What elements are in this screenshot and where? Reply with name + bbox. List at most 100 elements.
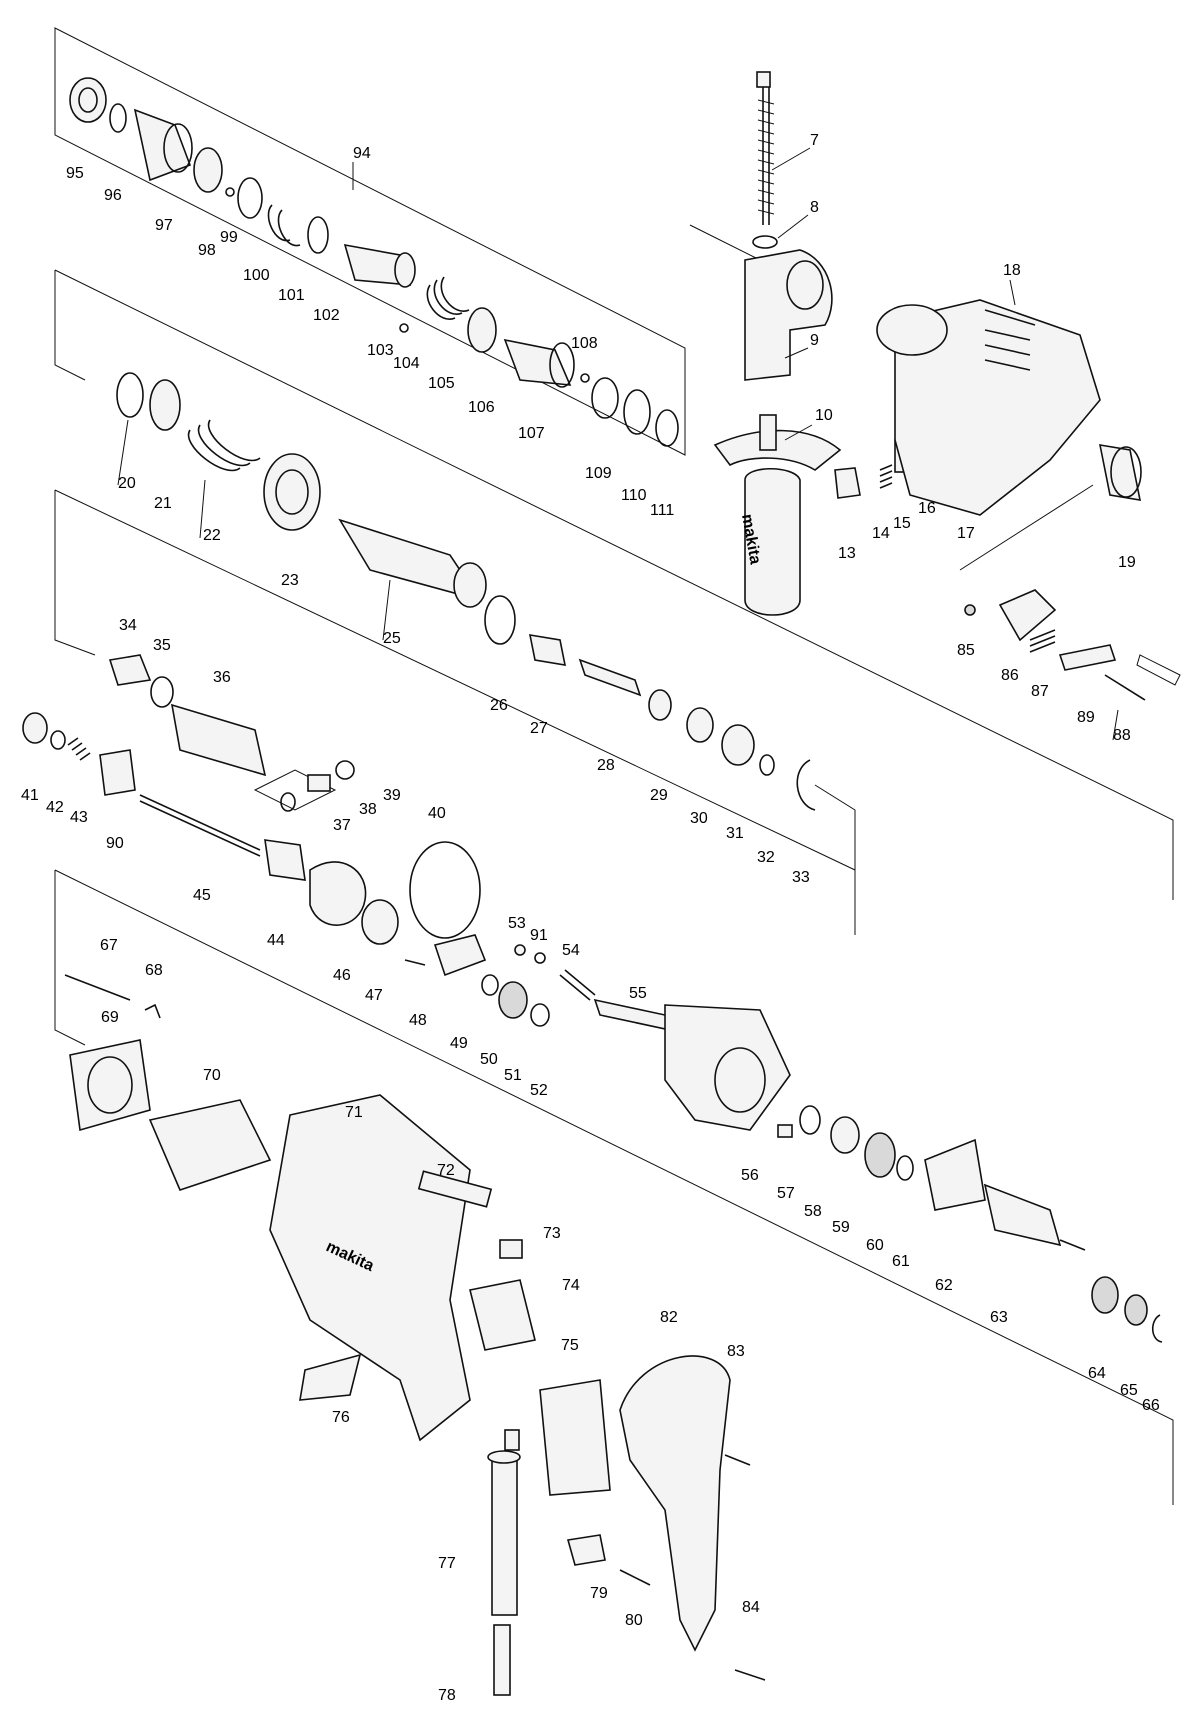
part-26	[484, 595, 516, 645]
part-52	[530, 1003, 550, 1027]
label-part-26: 26	[490, 697, 508, 714]
part-7-head	[756, 71, 771, 88]
part-50	[481, 974, 499, 996]
label-part-75: 75	[561, 1337, 579, 1354]
label-part-79: 79	[590, 1585, 608, 1602]
group-frame-a	[54, 270, 86, 381]
label-part-47: 47	[365, 987, 383, 1004]
label-part-94: 94	[353, 145, 371, 162]
part-40	[409, 841, 481, 939]
part-41	[22, 712, 48, 744]
part-72	[417, 1170, 493, 1208]
group-94-frame	[54, 27, 686, 456]
part-106	[467, 307, 497, 353]
part-10	[744, 468, 801, 616]
label-part-27: 27	[530, 720, 548, 737]
label-part-107: 107	[518, 425, 545, 442]
part-21	[149, 379, 181, 431]
part-47	[361, 899, 399, 945]
part-82	[619, 1355, 731, 1652]
part-96	[109, 103, 127, 133]
label-part-17: 17	[957, 525, 975, 542]
part-69	[69, 1039, 151, 1132]
part-88	[1104, 674, 1146, 701]
label-part-66: 66	[1142, 1397, 1160, 1414]
label-part-35: 35	[153, 637, 171, 654]
label-part-65: 65	[1120, 1382, 1138, 1399]
label-part-32: 32	[757, 849, 775, 866]
group-frame-g	[689, 224, 1094, 571]
label-part-42: 42	[46, 799, 64, 816]
label-part-22: 22	[203, 527, 221, 544]
label-part-60: 60	[866, 1237, 884, 1254]
part-20	[116, 372, 144, 418]
part-67	[64, 974, 131, 1001]
part-100	[237, 177, 263, 219]
part-84	[734, 1669, 766, 1681]
label-part-8: 8	[810, 199, 819, 216]
group-frame-f	[54, 869, 1174, 1505]
part-17	[894, 299, 1101, 516]
part-34	[108, 654, 152, 686]
label-part-23: 23	[281, 572, 299, 589]
part-109	[591, 377, 619, 419]
part-9	[744, 249, 833, 381]
part-23	[263, 453, 321, 531]
part-36	[170, 703, 267, 777]
cylinder-parts	[116, 372, 816, 811]
label-part-58: 58	[804, 1203, 822, 1220]
group-94-parts	[69, 77, 679, 447]
part-57	[777, 1124, 793, 1138]
label-part-67: 67	[100, 937, 118, 954]
part-79	[566, 1534, 606, 1566]
label-part-55: 55	[629, 985, 647, 1002]
label-part-62: 62	[935, 1277, 953, 1294]
part-80	[619, 1569, 651, 1586]
label-part-88: 88	[1113, 727, 1131, 744]
part-83	[724, 1454, 751, 1466]
part-74	[469, 1279, 536, 1351]
part-43	[67, 737, 91, 761]
label-part-109: 109	[585, 465, 612, 482]
part-70	[148, 1099, 272, 1191]
label-part-105: 105	[428, 375, 455, 392]
label-part-103: 103	[367, 342, 394, 359]
label-part-108: 108	[571, 335, 598, 352]
part-110	[623, 389, 651, 435]
label-part-59: 59	[832, 1219, 850, 1236]
label-part-73: 73	[543, 1225, 561, 1242]
leader-lines	[117, 147, 1119, 741]
part-108	[580, 373, 590, 383]
part-77	[491, 1454, 518, 1616]
part-28	[578, 658, 642, 697]
label-part-72: 72	[437, 1162, 455, 1179]
part-73	[499, 1239, 523, 1259]
part-53	[514, 944, 526, 956]
part-46	[309, 861, 367, 926]
part-27	[528, 634, 567, 666]
label-part-54: 54	[562, 942, 580, 959]
label-part-63: 63	[990, 1309, 1008, 1326]
label-part-68: 68	[145, 962, 163, 979]
part-66	[1151, 1314, 1163, 1343]
label-part-104: 104	[393, 355, 420, 372]
group-frame-h	[814, 784, 856, 935]
part-99	[225, 187, 235, 197]
label-part-28: 28	[597, 757, 615, 774]
label-part-82: 82	[660, 1309, 678, 1326]
label-part-44: 44	[267, 932, 285, 949]
part-48	[404, 959, 426, 966]
label-part-39: 39	[383, 787, 401, 804]
label-part-101: 101	[278, 287, 305, 304]
part-105	[426, 276, 470, 320]
part-91	[534, 952, 546, 964]
label-part-46: 46	[333, 967, 351, 984]
part-29	[648, 689, 672, 721]
label-part-31: 31	[726, 825, 744, 842]
label-part-20: 20	[118, 475, 136, 492]
part-10-shaft	[759, 414, 777, 451]
label-part-9: 9	[810, 332, 819, 349]
part-55	[593, 998, 672, 1032]
label-part-91: 91	[530, 927, 548, 944]
